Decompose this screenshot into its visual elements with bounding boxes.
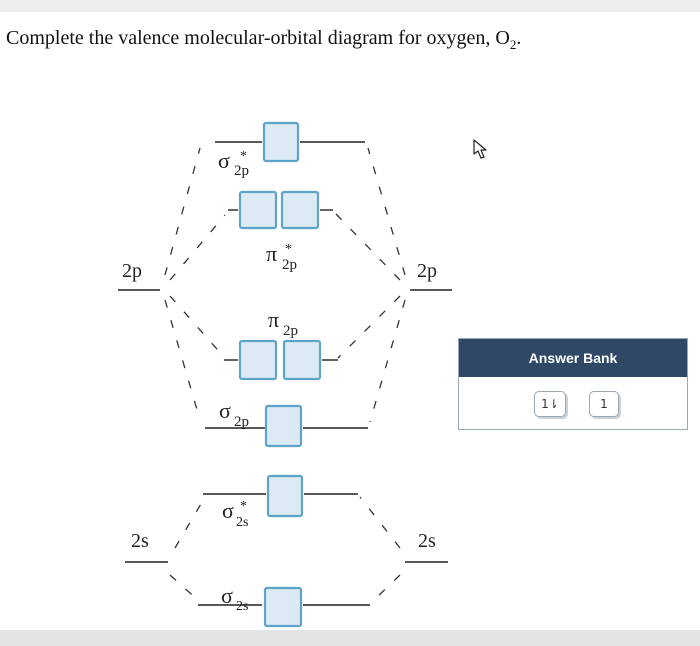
dash-r2p-sigma (369, 299, 406, 423)
svg-text:σ: σ (218, 148, 230, 173)
dash-l2p-sigma (164, 299, 201, 421)
dash-r2p-sigmastar (367, 147, 406, 276)
top-band (0, 0, 700, 12)
dash-l2s-sigma (169, 574, 201, 603)
svg-text:2s: 2s (236, 599, 248, 614)
svg-text:2s: 2s (236, 515, 248, 530)
answer-bank: Answer Bank 1⇂ 1 (458, 338, 688, 430)
svg-text:σ: σ (222, 498, 234, 523)
svg-text:σ: σ (221, 583, 233, 608)
single-electron-chip[interactable]: 1 (589, 391, 619, 417)
pi2p-star-box-1[interactable] (238, 190, 278, 230)
svg-text:2p: 2p (234, 163, 249, 179)
question-text: Complete the valence molecular-orbital d… (6, 27, 522, 52)
svg-text:2p: 2p (234, 414, 249, 430)
sigma2s-label: σ 2s (221, 583, 248, 614)
pi2p-box-1[interactable] (238, 339, 278, 381)
pi2p-label: π 2p (268, 307, 298, 339)
dash-r2s-sigma (371, 574, 401, 603)
sigma2s-star-box[interactable] (266, 474, 304, 518)
dash-l2p-sigmastar (164, 147, 201, 276)
pi2p-star-label: π * 2p (266, 241, 297, 273)
svg-text:σ: σ (219, 398, 231, 423)
svg-text:π: π (266, 241, 277, 266)
dash-r2p-pi (337, 295, 401, 359)
dash-r2p-pistar (335, 213, 401, 281)
svg-text:*: * (240, 499, 247, 514)
left-2s-label: 2s (131, 530, 149, 552)
right-2p-label: 2p (417, 260, 437, 282)
cursor-icon (473, 139, 487, 159)
sigma2p-star-box[interactable] (262, 121, 300, 163)
svg-text:*: * (285, 242, 292, 257)
right-2s-label: 2s (418, 530, 436, 552)
bottom-band (0, 630, 700, 646)
sigma2p-label: σ 2p (219, 398, 249, 430)
svg-text:2p: 2p (282, 257, 297, 273)
sigma2s-box[interactable] (263, 586, 303, 628)
svg-text:*: * (240, 149, 247, 164)
sigma2p-star-label: σ * 2p (218, 148, 249, 179)
svg-text:π: π (268, 307, 279, 332)
left-2p-label: 2p (122, 260, 142, 282)
answer-bank-items: 1⇂ 1 (459, 377, 687, 429)
answer-bank-title: Answer Bank (459, 339, 687, 377)
electron-pair-chip[interactable]: 1⇂ (534, 391, 566, 417)
dash-r2s-sigmastar (359, 496, 401, 549)
sigma2s-star-label: σ * 2s (222, 498, 248, 530)
dash-l2p-pistar (169, 214, 226, 281)
sigma2p-box[interactable] (264, 404, 303, 448)
pi2p-star-box-2[interactable] (280, 190, 320, 230)
pi2p-box-2[interactable] (282, 339, 322, 381)
svg-text:2p: 2p (283, 323, 298, 339)
dash-l2s-sigmastar (174, 496, 206, 549)
dash-l2p-pi (169, 295, 225, 358)
